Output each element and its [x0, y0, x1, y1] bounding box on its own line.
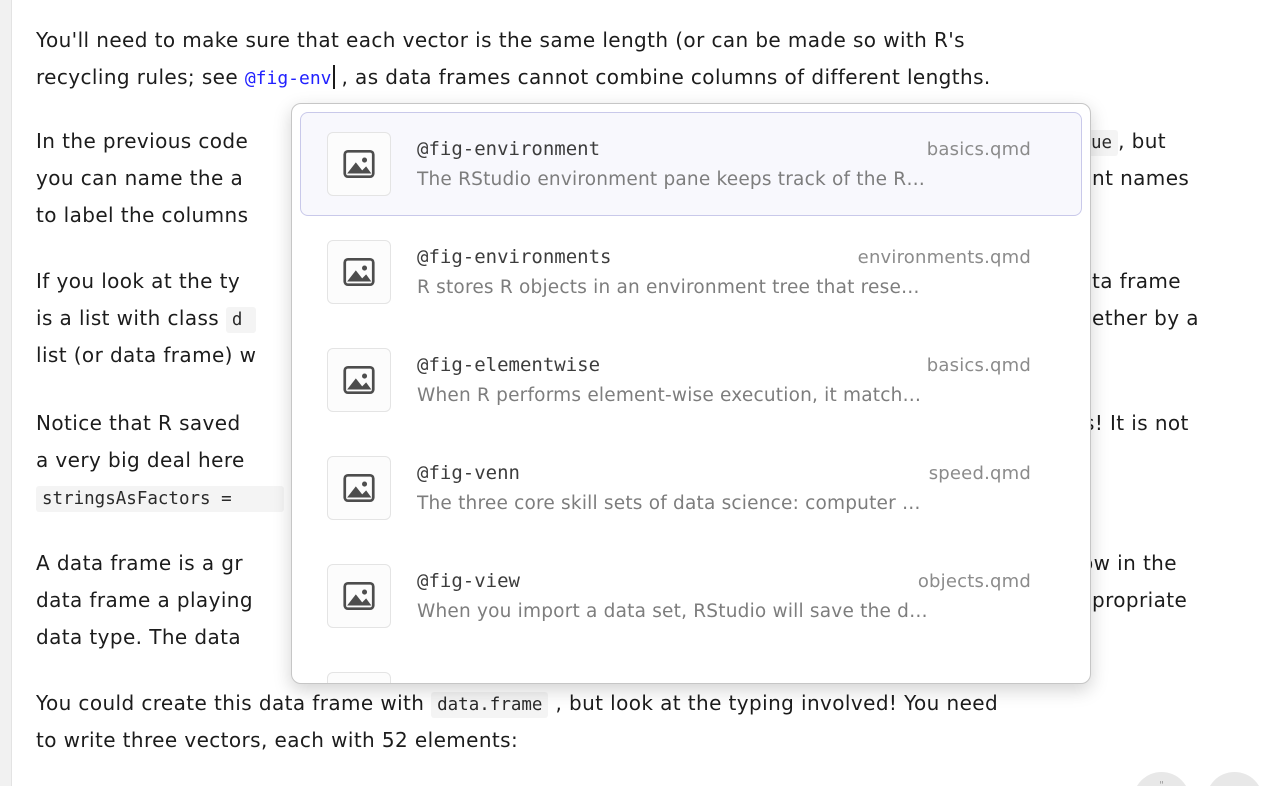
doc-line: You'll need to make sure that each vecto… [36, 25, 965, 55]
doc-text: , but [1118, 129, 1167, 153]
doc-text: to write three vectors, each with 52 ele… [36, 728, 519, 752]
image-thumbnail-icon [327, 348, 391, 412]
completion-label: @fig-environment [417, 138, 601, 160]
image-thumbnail-icon [327, 132, 391, 196]
completion-item-header: @fig-environment basics.qmd [417, 138, 1031, 160]
completion-item-header: @fig-environments environments.qmd [417, 246, 1031, 268]
completion-item-fig-elementwise[interactable]: @fig-elementwise basics.qmd When R perfo… [300, 328, 1082, 432]
pane-gutter [0, 0, 12, 786]
completion-item-fig-view[interactable]: @fig-view objects.qmd When you import a … [300, 544, 1082, 648]
doc-line: list (or data frame) w [36, 340, 256, 370]
completion-item-text: @fig-elementwise basics.qmd When R perfo… [417, 354, 1031, 406]
doc-line: a very big deal here [36, 445, 245, 475]
doc-text: s! It is not [1084, 411, 1189, 435]
doc-text: you can name the a [36, 166, 244, 190]
completion-source-file: environments.qmd [857, 247, 1031, 268]
completion-label: @fig-elementwise [417, 354, 601, 376]
doc-text: You'll need to make sure that each vecto… [36, 28, 965, 52]
completion-description: When you import a data set, RStudio will… [417, 601, 928, 622]
doc-text: You could create this data frame with [36, 691, 432, 715]
fab-glyph-icon: " [1159, 780, 1164, 786]
doc-text: ow in the [1081, 551, 1177, 575]
completion-source-file: basics.qmd [926, 355, 1031, 376]
image-thumbnail-icon [327, 240, 391, 304]
completion-item-fig-venn[interactable]: @fig-venn speed.qmd The three core skill… [300, 436, 1082, 540]
completion-source-file: objects.qmd [917, 571, 1031, 592]
doc-text: a very big deal here [36, 448, 245, 472]
completion-item-header: @fig-view objects.qmd [417, 570, 1031, 592]
doc-line: you can name the a [36, 163, 243, 193]
text-cursor [332, 65, 335, 89]
inline-code: stringsAsFactors = [36, 486, 284, 512]
doc-text: is a list with class [36, 306, 226, 330]
doc-line-fragment: ow in the [1081, 548, 1177, 578]
doc-text: , as data frames cannot combine columns … [341, 65, 991, 89]
doc-line: You could create this data frame with da… [36, 688, 998, 720]
doc-text: data frame a playing [36, 588, 253, 612]
completion-description: The three core skill sets of data scienc… [417, 493, 921, 514]
completion-item-text: @fig-view objects.qmd When you import a … [417, 570, 1031, 622]
doc-line-cursor: recycling rules; see @fig-env , as data f… [36, 62, 991, 94]
floating-action-button-2[interactable] [1206, 772, 1263, 786]
doc-line: to write three vectors, each with 52 ele… [36, 725, 518, 755]
doc-text: to label the columns [36, 203, 249, 227]
doc-line: If you look at the ty [36, 266, 240, 296]
doc-line-fragment: nt names [1092, 163, 1189, 193]
doc-line: Notice that R saved [36, 408, 241, 438]
doc-line: In the previous code [36, 126, 248, 156]
doc-text: propriate [1092, 588, 1188, 612]
doc-text: recycling rules; see [36, 65, 245, 89]
doc-line: is a list with class d [36, 303, 257, 335]
doc-line-fragment: ue, but [1085, 126, 1166, 158]
image-thumbnail-icon [327, 564, 391, 628]
doc-line: to label the columns [36, 200, 248, 230]
completion-item-text: @fig-venn speed.qmd The three core skill… [417, 462, 1031, 514]
doc-line-fragment: ta frame [1092, 266, 1181, 296]
completion-item-text: @fig-environment basics.qmd The RStudio … [417, 138, 1031, 190]
completion-item-fig-environment[interactable]: @fig-environment basics.qmd The RStudio … [300, 112, 1082, 216]
doc-text: list (or data frame) w [36, 343, 257, 367]
doc-line: data type. The data [36, 622, 241, 652]
doc-text: , but look at the typing involved! You n… [555, 691, 999, 715]
completion-item-text: @fig-environments environments.qmd R sto… [417, 246, 1031, 298]
completion-item-header: @fig-venn speed.qmd [417, 462, 1031, 484]
doc-text: nt names [1092, 166, 1190, 190]
completion-item-header: @fig-elementwise basics.qmd [417, 354, 1031, 376]
completion-label: @fig-environments [417, 246, 612, 268]
doc-line-fragment: propriate [1092, 585, 1187, 615]
image-thumbnail-icon [327, 672, 391, 683]
completion-source-file: speed.qmd [928, 463, 1031, 484]
doc-line: stringsAsFactors = [36, 482, 284, 514]
doc-text: ta frame [1092, 269, 1181, 293]
completion-description: R stores R objects in an environment tre… [417, 277, 920, 298]
doc-text: In the previous code [36, 129, 249, 153]
completion-label: @fig-view [417, 570, 520, 592]
doc-text: A data frame is a gr [36, 551, 243, 575]
inline-code: d [225, 307, 257, 333]
inline-code: data.frame [431, 692, 549, 718]
doc-text: ether by a [1092, 306, 1199, 330]
image-thumbnail-icon [327, 456, 391, 520]
doc-text: Notice that R saved [36, 411, 241, 435]
completion-source-file: basics.qmd [926, 139, 1031, 160]
completion-description: When R performs element-wise execution, … [417, 385, 922, 406]
doc-line: data frame a playing [36, 585, 253, 615]
floating-action-button-1[interactable]: " [1133, 772, 1190, 786]
doc-text: If you look at the ty [36, 269, 241, 293]
fig-reference-being-typed: @fig-env [244, 68, 332, 89]
doc-line-fragment: ether by a [1092, 303, 1199, 333]
doc-text: data type. The data [36, 625, 242, 649]
doc-line-fragment: s! It is not [1084, 408, 1189, 438]
completion-item-fig-environments[interactable]: @fig-environments environments.qmd R sto… [300, 220, 1082, 324]
completion-item-partial[interactable]: @fig- [300, 652, 1082, 683]
doc-line: A data frame is a gr [36, 548, 243, 578]
completion-label: @fig-venn [417, 462, 520, 484]
figure-reference-completion-popup: @fig-environment basics.qmd The RStudio … [291, 103, 1091, 684]
completion-description: The RStudio environment pane keeps track… [417, 169, 926, 190]
